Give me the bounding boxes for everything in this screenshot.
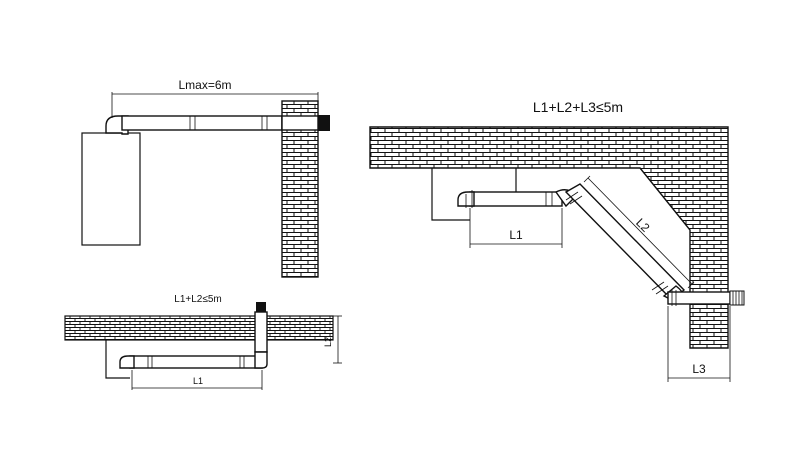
dimension-line-l2-d3: [587, 177, 693, 285]
label-l1-d3: L1: [509, 228, 523, 242]
boiler-unit: [81, 132, 141, 246]
flue-terminal-3: [729, 290, 745, 306]
flue-pipe-l1: [469, 191, 563, 207]
label-l1-d2: L1: [193, 376, 203, 386]
flue-pipe-horizontal-2: [129, 355, 263, 369]
label-l2-d3: L2: [633, 215, 653, 235]
diagram-vertical-flue: L1 L2 L1+L2≤5m: [64, 294, 342, 390]
brick-ceiling-2: [64, 315, 334, 341]
label-l2-d2: L2: [323, 337, 333, 347]
label-l3-d3: L3: [692, 362, 706, 376]
label-lmax: Lmax=6m: [178, 78, 231, 92]
label-sum-d3: L1+L2+L3≤5m: [533, 99, 623, 115]
flue-terminal: [318, 115, 330, 131]
brick-wall-3: [369, 126, 729, 349]
label-sum-d2: L1+L2≤5m: [174, 294, 221, 305]
flue-pipe-l2: [564, 183, 686, 301]
diagram-angled-flue: L1 L2 L3 L1+L2+L3≤5m: [369, 99, 745, 382]
flue-pipe-horizontal: [121, 115, 283, 131]
diagram-horizontal-flue: Lmax=6m: [81, 78, 330, 278]
flue-terminal-2: [256, 302, 266, 312]
flue-pipe-l3: [667, 291, 731, 305]
